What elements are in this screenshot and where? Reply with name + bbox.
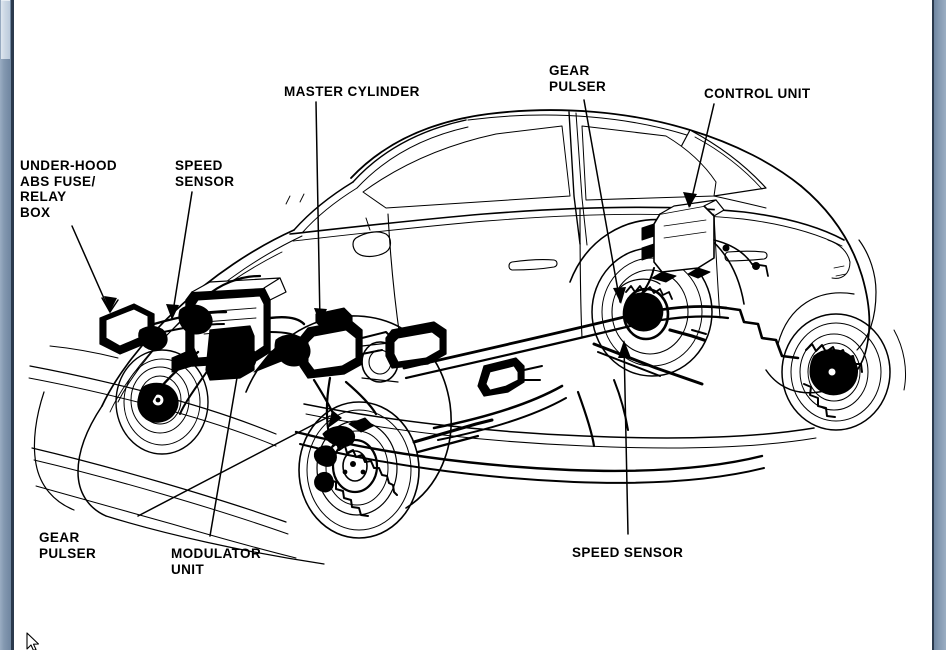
label-speed-sensor-rear: SPEED SENSOR <box>572 545 684 560</box>
label-control-unit: CONTROL UNIT <box>704 86 811 101</box>
document-canvas: UNDER-HOOD ABS FUSE/ RELAY BOX SPEED SEN… <box>14 0 934 650</box>
label-gear-pulser-front: GEAR PULSER <box>39 530 97 561</box>
window-chrome-right <box>934 0 946 650</box>
label-speed-sensor-front: SPEED SENSOR <box>175 158 235 189</box>
vertical-scrollbar[interactable] <box>0 0 11 650</box>
window-divider-right <box>932 0 934 650</box>
abs-system-diagram <box>28 99 907 565</box>
label-modulator-unit: MODULATOR UNIT <box>171 546 262 577</box>
label-master-cylinder: MASTER CYLINDER <box>284 84 420 99</box>
window-divider-left <box>11 0 14 650</box>
label-under-hood-abs-fuse-relay-box: UNDER-HOOD ABS FUSE/ RELAY BOX <box>20 158 117 220</box>
label-gear-pulser-rear: GEAR PULSER <box>549 63 607 94</box>
scrollbar-thumb[interactable] <box>1 0 10 59</box>
